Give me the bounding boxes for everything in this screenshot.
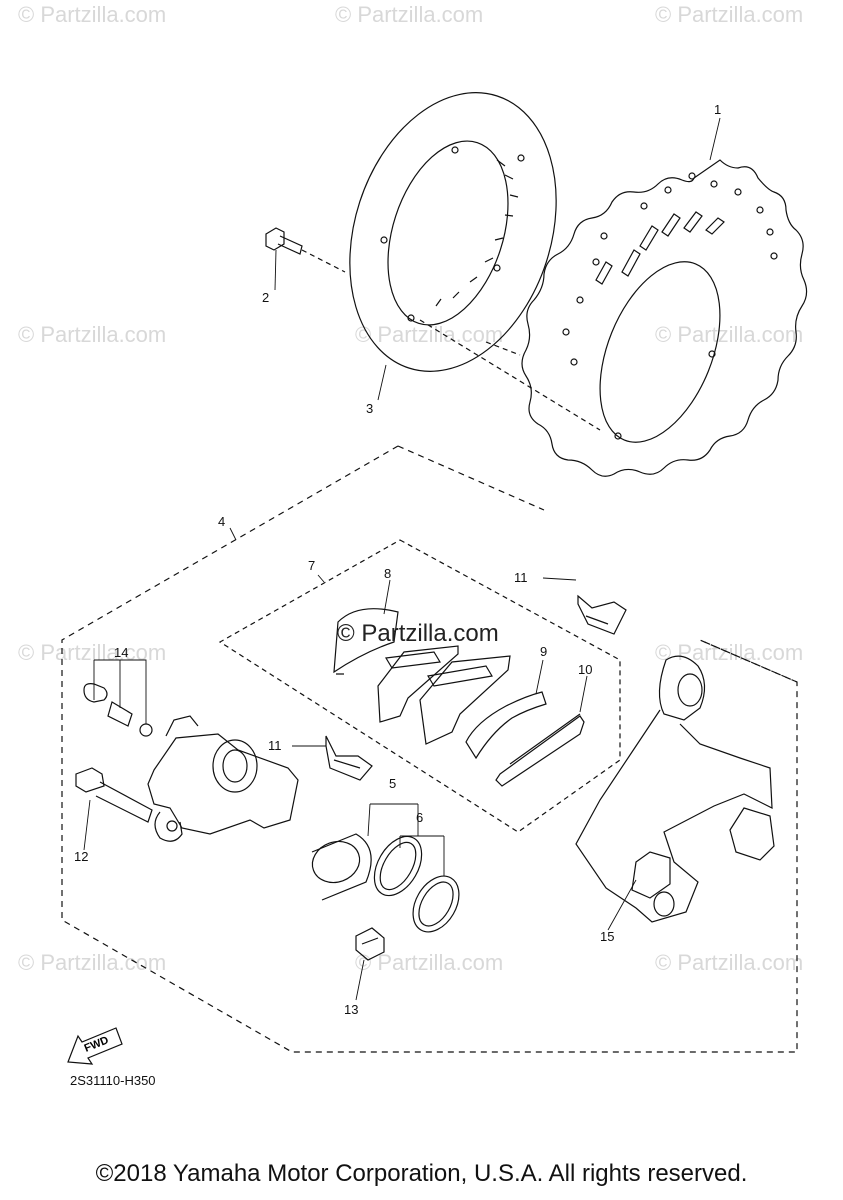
watermark: © Partzilla.com [18, 950, 167, 975]
leader-lines [83, 117, 721, 1001]
callout-9: 9 [540, 644, 548, 659]
watermark: © Partzilla.com [18, 322, 167, 347]
watermark: © Partzilla.com [655, 950, 804, 975]
callout-5: 5 [389, 776, 397, 791]
slide-pin [75, 767, 153, 823]
callout-2: 2 [262, 290, 270, 305]
pin-boot [355, 927, 385, 961]
callout-14: 14 [114, 645, 129, 660]
pad-support [495, 713, 585, 787]
callout-3: 3 [366, 401, 374, 416]
callout-11-lower: 11 [268, 738, 282, 753]
pad-kit-boundary [218, 539, 621, 833]
disc-inner-ring [349, 92, 557, 372]
callout-10: 10 [578, 662, 593, 677]
caliper-body [147, 715, 299, 842]
callout-7: 7 [308, 558, 316, 573]
watermark: © Partzilla.com [335, 2, 484, 27]
caliper-piston [311, 833, 372, 901]
brake-pads [377, 645, 511, 745]
fwd-label: FWD [83, 1034, 111, 1055]
caliper-assembly-boundary [61, 445, 798, 1053]
pad-spring [465, 691, 547, 760]
pad-clip-lower [325, 735, 373, 781]
drawing-code: 2S31110-H350 [70, 1073, 156, 1088]
watermark: © Partzilla.com [18, 640, 167, 665]
watermark: © Partzilla.com [655, 2, 804, 27]
watermark: © Partzilla.com [655, 322, 804, 347]
pad-shim [333, 608, 399, 675]
disc-bolt [265, 227, 346, 273]
callout-6: 6 [416, 810, 424, 825]
caliper-bracket [575, 655, 775, 923]
center-watermark: © Partzilla.com [337, 620, 499, 647]
callout-15: 15 [600, 929, 615, 944]
callout-4: 4 [218, 514, 226, 529]
piston-seals [373, 835, 460, 933]
watermark: © Partzilla.com [18, 2, 167, 27]
fwd-arrow-icon [67, 1027, 123, 1065]
callout-1: 1 [714, 102, 722, 117]
copyright-notice: ©2018 Yamaha Motor Corporation, U.S.A. A… [95, 1160, 748, 1187]
pad-clip-upper [577, 594, 627, 635]
callout-12: 12 [74, 849, 89, 864]
callout-11-upper: 11 [514, 570, 528, 585]
brake-disc-wave [521, 159, 808, 477]
callout-13: 13 [344, 1002, 359, 1017]
callout-8: 8 [384, 566, 392, 581]
